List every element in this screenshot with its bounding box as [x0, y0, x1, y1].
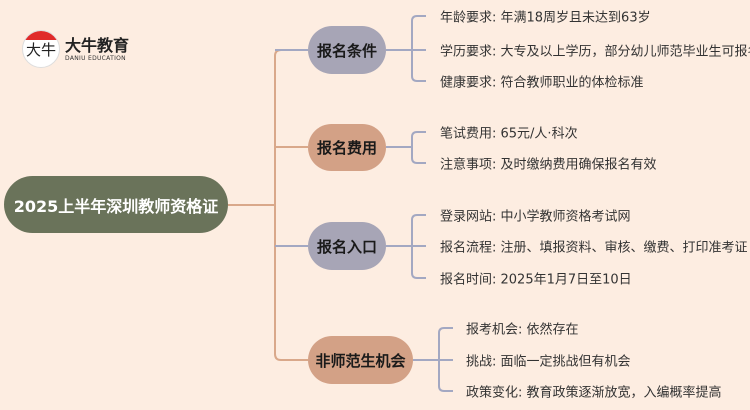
- logo-name: 大牛教育: [65, 35, 130, 55]
- leaf-item[interactable]: 学历要求: 大专及以上学历，部分幼儿师范毕业生可报名: [440, 44, 750, 60]
- leaf-item[interactable]: 报名流程: 注册、填报资料、审核、缴费、打印准考证: [440, 240, 748, 256]
- branch-node-conditions[interactable]: 报名条件: [308, 26, 386, 74]
- leaf-item[interactable]: 年龄要求: 年满18周岁且未达到63岁: [440, 10, 651, 26]
- logo-subtitle: DANIU EDUCATION: [65, 54, 126, 62]
- logo: 大牛 大牛教育 DANIU EDUCATION: [22, 30, 129, 68]
- leaf-item[interactable]: 笔试费用: 65元/人·科次: [440, 126, 578, 142]
- leaf-item[interactable]: 健康要求: 符合教师职业的体检标准: [440, 75, 644, 91]
- leaf-item[interactable]: 报考机会: 依然存在: [466, 322, 579, 338]
- branch-node-fees[interactable]: 报名费用: [308, 124, 386, 171]
- branch-node-entry[interactable]: 报名入口: [308, 222, 386, 270]
- leaf-item[interactable]: 报名时间: 2025年1月7日至10日: [440, 272, 632, 288]
- leaf-item[interactable]: 挑战: 面临一定挑战但有机会: [466, 354, 631, 370]
- leaf-item[interactable]: 登录网站: 中小学教师资格考试网: [440, 209, 631, 225]
- root-node[interactable]: 2025上半年深圳教师资格证: [4, 176, 228, 233]
- branch-node-non-normal[interactable]: 非师范生机会: [308, 336, 413, 384]
- logo-mark: 大牛: [22, 30, 60, 68]
- leaf-item[interactable]: 政策变化: 教育政策逐渐放宽，入编概率提高: [466, 385, 722, 401]
- logo-mark-text: 大牛: [25, 40, 56, 59]
- leaf-item[interactable]: 注意事项: 及时缴纳费用确保报名有效: [440, 157, 657, 173]
